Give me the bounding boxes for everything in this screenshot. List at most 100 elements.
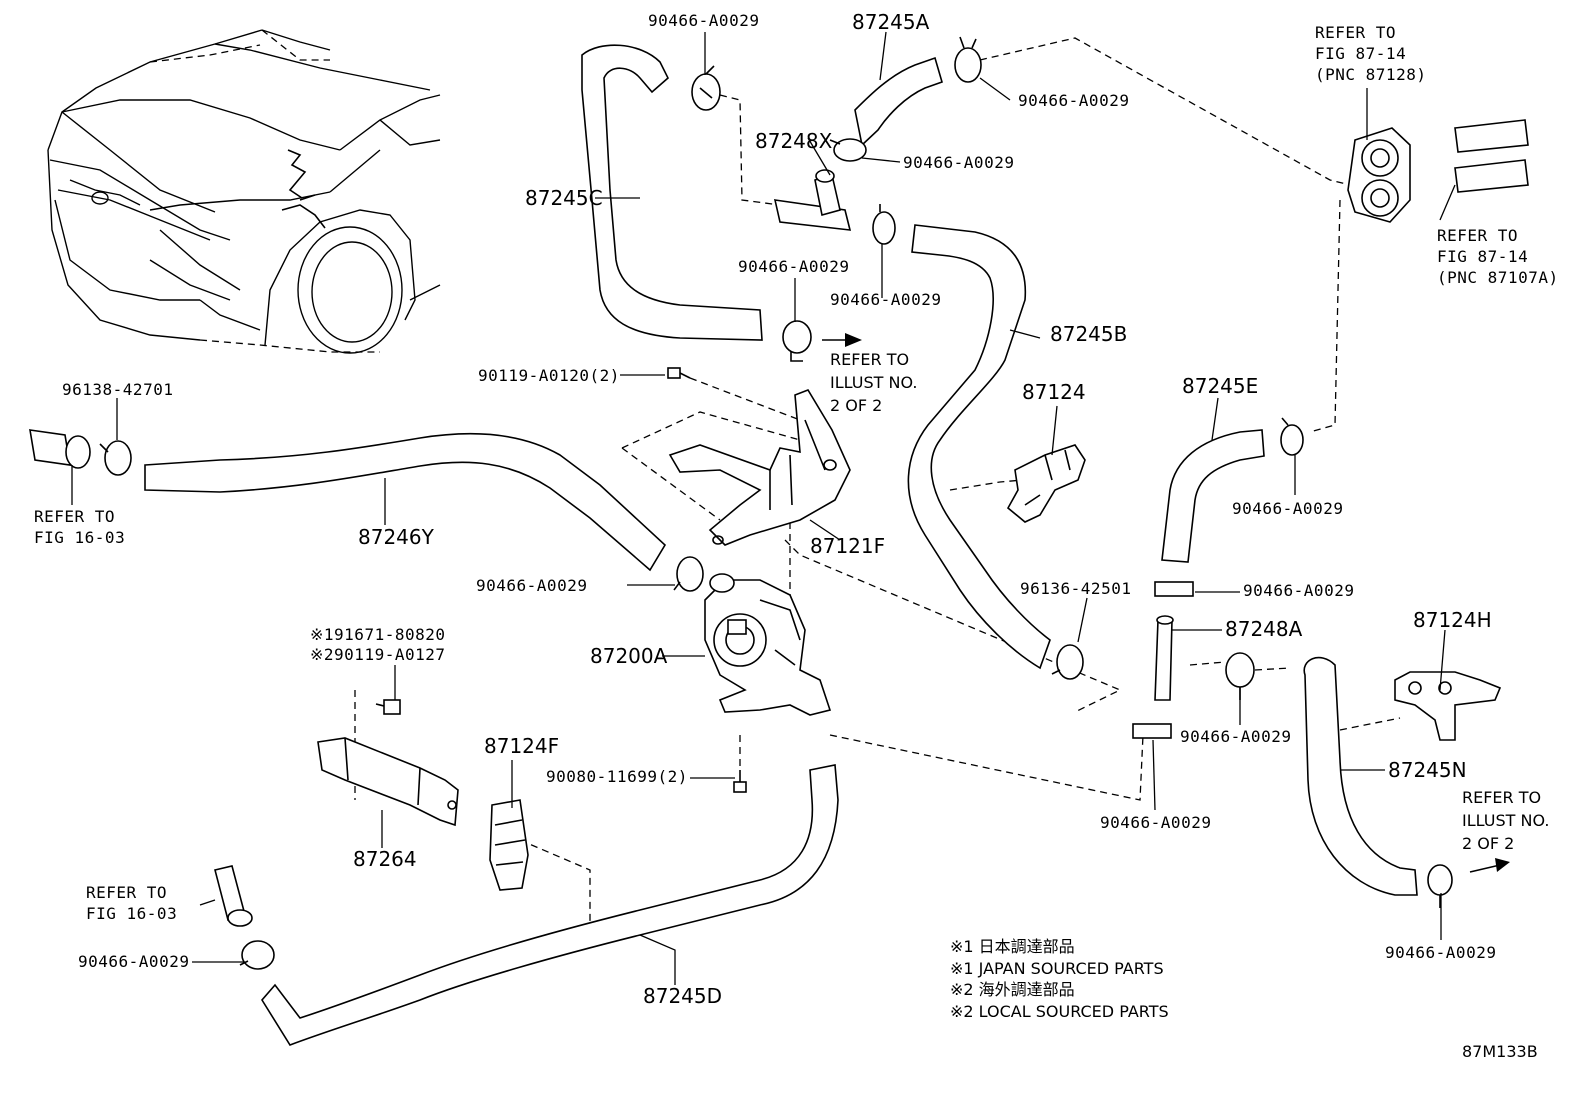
diagram-id: 87M133B — [1462, 1042, 1538, 1061]
part-labels: 90466-A0029 87245A 90466-A0029 87248X 90… — [62, 10, 1496, 1008]
svg-text:REFER TO: REFER TO — [830, 350, 909, 369]
svg-text:REFER TO: REFER TO — [1462, 788, 1541, 807]
label-87245n: 87245N — [1388, 758, 1467, 782]
label-87245b: 87245B — [1050, 322, 1127, 346]
ref-illust-2of2-top: REFER TO ILLUST NO. 2 OF 2 — [830, 350, 917, 415]
clamp-96136 — [1051, 644, 1084, 680]
clamp-top-87245c — [691, 65, 721, 111]
label-87248a: 87248A — [1225, 617, 1303, 641]
connector-87124f — [489, 799, 529, 891]
clamps — [99, 36, 1453, 970]
label-90466-right-top: 90466-A0029 — [1018, 91, 1129, 110]
leader-lines — [71, 31, 1456, 985]
svg-text:FIG 16-03: FIG 16-03 — [34, 528, 125, 547]
ref-fig-16-03-bottom: REFER TO FIG 16-03 — [86, 883, 177, 923]
label-90466-mid-a: 90466-A0029 — [738, 257, 849, 276]
clip-87248a-bottom — [1132, 723, 1172, 739]
hose-87246y — [144, 432, 667, 572]
label-87121f: 87121F — [810, 534, 885, 558]
label-90466-pump: 90466-A0029 — [476, 576, 587, 595]
clamp-87245b-top — [872, 204, 896, 245]
svg-text:ILLUST NO.: ILLUST NO. — [1462, 811, 1549, 830]
label-191671: ※191671-80820 — [310, 625, 446, 644]
label-90080: 90080-11699(2) — [546, 767, 688, 786]
arrow-illust-right — [1469, 864, 1501, 873]
label-90466-87248a: 90466-A0029 — [1180, 727, 1291, 746]
joint-87248a — [1154, 619, 1173, 701]
label-87245a: 87245A — [852, 10, 930, 34]
hose-87245d — [261, 764, 839, 1046]
svg-text:REFER TO: REFER TO — [86, 883, 167, 902]
svg-text:FIG 87-14: FIG 87-14 — [1315, 44, 1406, 63]
svg-text:2 OF 2: 2 OF 2 — [830, 396, 882, 415]
svg-text:(PNC 87107A): (PNC 87107A) — [1437, 268, 1559, 287]
pipe-fig16-03-top — [29, 429, 71, 466]
label-87245d: 87245D — [643, 984, 722, 1008]
clamp-bottom-right — [1427, 864, 1453, 908]
hose-87245b — [907, 224, 1051, 670]
label-90466-clip: 90466-A0029 — [1243, 581, 1354, 600]
ref-fig-87-14-b: REFER TO FIG 87-14 (PNC 87107A) — [1437, 226, 1559, 287]
label-90119: 90119-A0120(2) — [478, 366, 620, 385]
hoses — [144, 44, 1418, 1046]
label-90466-bottom-left: 90466-A0029 — [78, 952, 189, 971]
label-87124h: 87124H — [1413, 608, 1492, 632]
svg-text:2 OF 2: 2 OF 2 — [1462, 834, 1514, 853]
label-90466-top: 90466-A0029 — [648, 11, 759, 30]
clip-87248a-top — [1154, 581, 1194, 597]
label-87245c: 87245C — [525, 186, 603, 210]
connection-lines — [354, 37, 1401, 930]
svg-text:REFER TO: REFER TO — [34, 507, 115, 526]
label-87124: 87124 — [1022, 380, 1086, 404]
note-1-en: ※1 JAPAN SOURCED PARTS — [950, 959, 1164, 978]
label-87245e: 87245E — [1182, 374, 1258, 398]
fittings — [29, 169, 1174, 927]
note-1-jp: ※1 日本調達部品 — [950, 937, 1075, 956]
pipe-87107a-top — [1454, 119, 1529, 153]
clamp-96138 — [99, 440, 132, 476]
svg-text:FIG 16-03: FIG 16-03 — [86, 904, 177, 923]
bolt-90080 — [733, 770, 747, 793]
clamp-87245c-bottom — [782, 320, 812, 362]
arrows — [822, 333, 1510, 873]
bolt-90119 — [667, 367, 691, 379]
label-90466-lower-clip: 90466-A0029 — [1100, 813, 1211, 832]
reference-labels: REFER TO FIG 87-14 (PNC 87128) REFER TO … — [34, 23, 1559, 923]
connector-87124 — [1006, 444, 1086, 523]
label-90466-bottom-right: 90466-A0029 — [1385, 943, 1496, 962]
bracket-87264 — [317, 737, 459, 827]
clamp-pump — [673, 556, 704, 592]
label-96138: 96138-42701 — [62, 380, 173, 399]
label-90466-mid-b: 90466-A0029 — [830, 290, 941, 309]
svg-text:REFER TO: REFER TO — [1315, 23, 1396, 42]
pump-87200a — [704, 573, 832, 716]
note-2-jp: ※2 海外調達部品 — [950, 980, 1075, 999]
hose-87245n — [1303, 656, 1418, 896]
svg-text:REFER TO: REFER TO — [1437, 226, 1518, 245]
clamp-top-87245a — [954, 36, 982, 83]
hose-87245e — [1161, 429, 1265, 563]
ref-fig-87-14-a: REFER TO FIG 87-14 (PNC 87128) — [1315, 23, 1426, 84]
label-90466-87245e: 90466-A0029 — [1232, 499, 1343, 518]
label-290119: ※290119-A0127 — [310, 645, 446, 664]
vehicle-outline — [47, 29, 441, 354]
label-87124f: 87124F — [484, 734, 559, 758]
label-87246y: 87246Y — [358, 525, 435, 549]
clamp-bottom-left — [239, 940, 275, 970]
grommet-87128 — [1347, 127, 1411, 223]
components — [317, 119, 1529, 891]
note-2-en: ※2 LOCAL SOURCED PARTS — [950, 1002, 1169, 1021]
clamp-87245e — [1280, 417, 1304, 456]
hose-87245c — [581, 44, 763, 341]
label-90466-87248x: 90466-A0029 — [903, 153, 1014, 172]
label-87248x: 87248X — [755, 129, 833, 153]
pipe-87107a-bottom — [1454, 159, 1529, 193]
clamp-87248x — [829, 138, 867, 162]
svg-text:ILLUST NO.: ILLUST NO. — [830, 373, 917, 392]
bracket-87121f — [668, 389, 851, 546]
svg-text:(PNC 87128): (PNC 87128) — [1315, 65, 1426, 84]
ref-fig-16-03-top: REFER TO FIG 16-03 — [34, 507, 125, 547]
label-87200a: 87200A — [590, 644, 668, 668]
